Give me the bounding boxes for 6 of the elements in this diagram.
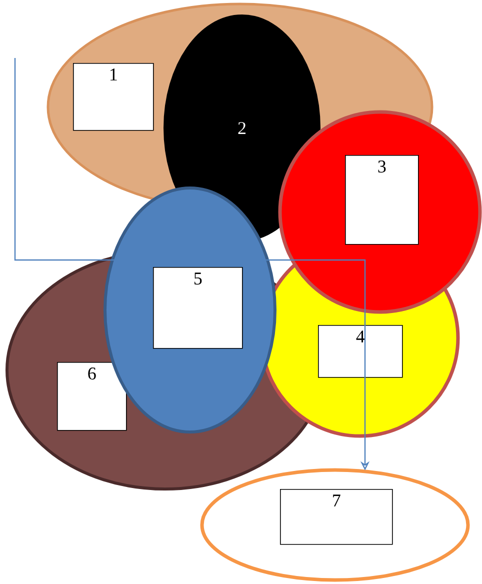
number-box: 6 [57,362,127,431]
number-box: 5 [153,267,243,349]
number-box: 1 [73,63,154,131]
number-box: 3 [345,155,419,245]
number-box: 7 [280,489,393,545]
number-box: 4 [318,325,403,378]
